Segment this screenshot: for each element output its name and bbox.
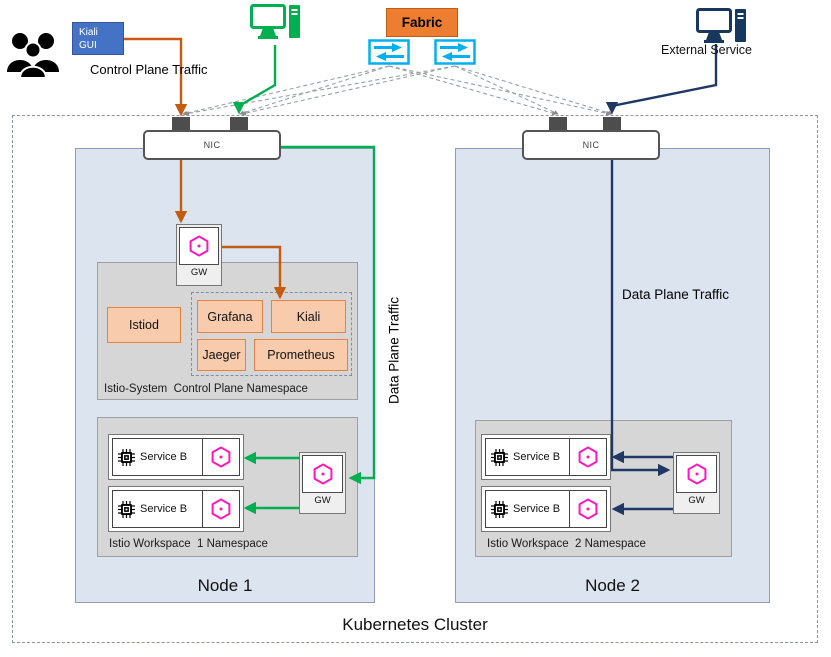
gateway-hexagon-icon: [186, 233, 212, 259]
service-pod: Service B: [481, 486, 611, 532]
prometheus-box: Prometheus: [254, 339, 348, 371]
gateway-frame: [302, 455, 343, 493]
kubernetes-cluster-label: Kubernetes Cluster: [342, 615, 488, 634]
gateway-label: GW: [688, 495, 705, 506]
nic2-box: NIC: [522, 130, 660, 160]
kubernetes-cluster-boundary: [12, 115, 818, 643]
istiod-label: Istiod: [129, 318, 159, 332]
jaeger-box: Jaeger: [197, 339, 246, 371]
external-service-label: External Service: [661, 43, 753, 57]
fabric-link-line: [241, 65, 456, 116]
control-plane-gateway: GW: [176, 224, 222, 286]
prometheus-label: Prometheus: [267, 348, 335, 362]
fabric-link-line: [182, 65, 390, 116]
gateway-label: GW: [190, 267, 208, 278]
kiali-gui-label-line2: GUI: [79, 40, 97, 51]
sidecar-box: [570, 438, 607, 476]
fabric-link-line: [454, 65, 613, 116]
sidecar-box: [203, 438, 240, 476]
service-box: Service B: [112, 438, 203, 476]
grafana-label: Grafana: [207, 309, 253, 324]
service-pod: Service B: [108, 434, 244, 480]
service-box: Service B: [112, 490, 203, 528]
workspace1-gateway: GW: [299, 452, 346, 514]
gateway-hexagon-icon: [310, 461, 336, 487]
gateway-frame: [179, 227, 219, 265]
gateway-frame: [676, 455, 717, 493]
gateway-hexagon-icon: [684, 461, 710, 487]
fabric-link-line: [388, 65, 611, 116]
data-plane-traffic-label-vertical: Data Plane Traffic: [386, 296, 402, 405]
fabric-link-line: [388, 65, 557, 116]
nic1-label: NIC: [203, 140, 221, 150]
service-label: Service B: [513, 503, 561, 515]
sidecar-hexagon-icon: [208, 496, 234, 522]
nic2-port-1: [549, 117, 567, 130]
switch-icon-1: [368, 39, 410, 65]
service-label: Service B: [140, 503, 188, 515]
fabric-link-line: [184, 65, 456, 116]
sidecar-box: [570, 490, 607, 528]
gateway-label: GW: [314, 495, 331, 506]
fabric-box: Fabric: [386, 8, 458, 37]
sidecar-hexagon-icon: [208, 444, 234, 470]
nic2-port-2: [603, 117, 621, 130]
grafana-box: Grafana: [197, 300, 263, 333]
service-box: Service B: [485, 438, 570, 476]
service-label: Service B: [513, 451, 561, 463]
client-computer-icon: [250, 4, 302, 46]
sidecar-hexagon-icon: [575, 496, 601, 522]
node1-label: Node 1: [197, 576, 253, 595]
chip-icon: [118, 501, 135, 518]
workspace2-gateway: GW: [673, 452, 720, 514]
sidecar-hexagon-icon: [575, 444, 601, 470]
node2-label: Node 2: [585, 576, 640, 595]
istiod-box: Istiod: [107, 307, 181, 343]
nic1-box: NIC: [143, 130, 281, 160]
workspace1-namespace-label: Istio Workspace 1 Namespace: [109, 538, 268, 550]
data-plane-green-arrow-client-to-nic: [232, 45, 277, 115]
sidecar-box: [203, 490, 240, 528]
fabric-link-line: [454, 65, 559, 115]
workspace2-namespace-label: Istio Workspace 2 Namespace: [487, 538, 646, 550]
service-label: Service B: [140, 451, 188, 463]
chip-icon: [118, 449, 135, 466]
jaeger-label: Jaeger: [202, 348, 241, 362]
service-box: Service B: [485, 490, 570, 528]
kiali-box: Kiali: [271, 300, 346, 333]
service-pod: Service B: [108, 486, 244, 532]
kiali-label: Kiali: [296, 309, 321, 324]
fabric-label: Fabric: [401, 15, 443, 30]
fabric-link-line: [239, 65, 390, 116]
istio-system-namespace-label: Istio-System Control Plane Namespace: [104, 383, 308, 395]
nic1-port-1: [172, 117, 190, 130]
data-plane-traffic-label-node2: Data Plane Traffic: [622, 287, 730, 302]
kiali-gui-box: Kiali GUI: [72, 22, 124, 55]
users-icon: [4, 30, 66, 80]
nic2-label: NIC: [582, 140, 600, 150]
chip-icon: [491, 449, 508, 466]
control-plane-traffic-label: Control Plane Traffic: [90, 62, 208, 77]
kiali-gui-label-line1: Kiali: [79, 27, 98, 38]
switch-icon-2: [434, 39, 476, 65]
chip-icon: [491, 501, 508, 518]
nic1-port-2: [230, 117, 248, 130]
service-pod: Service B: [481, 434, 611, 480]
